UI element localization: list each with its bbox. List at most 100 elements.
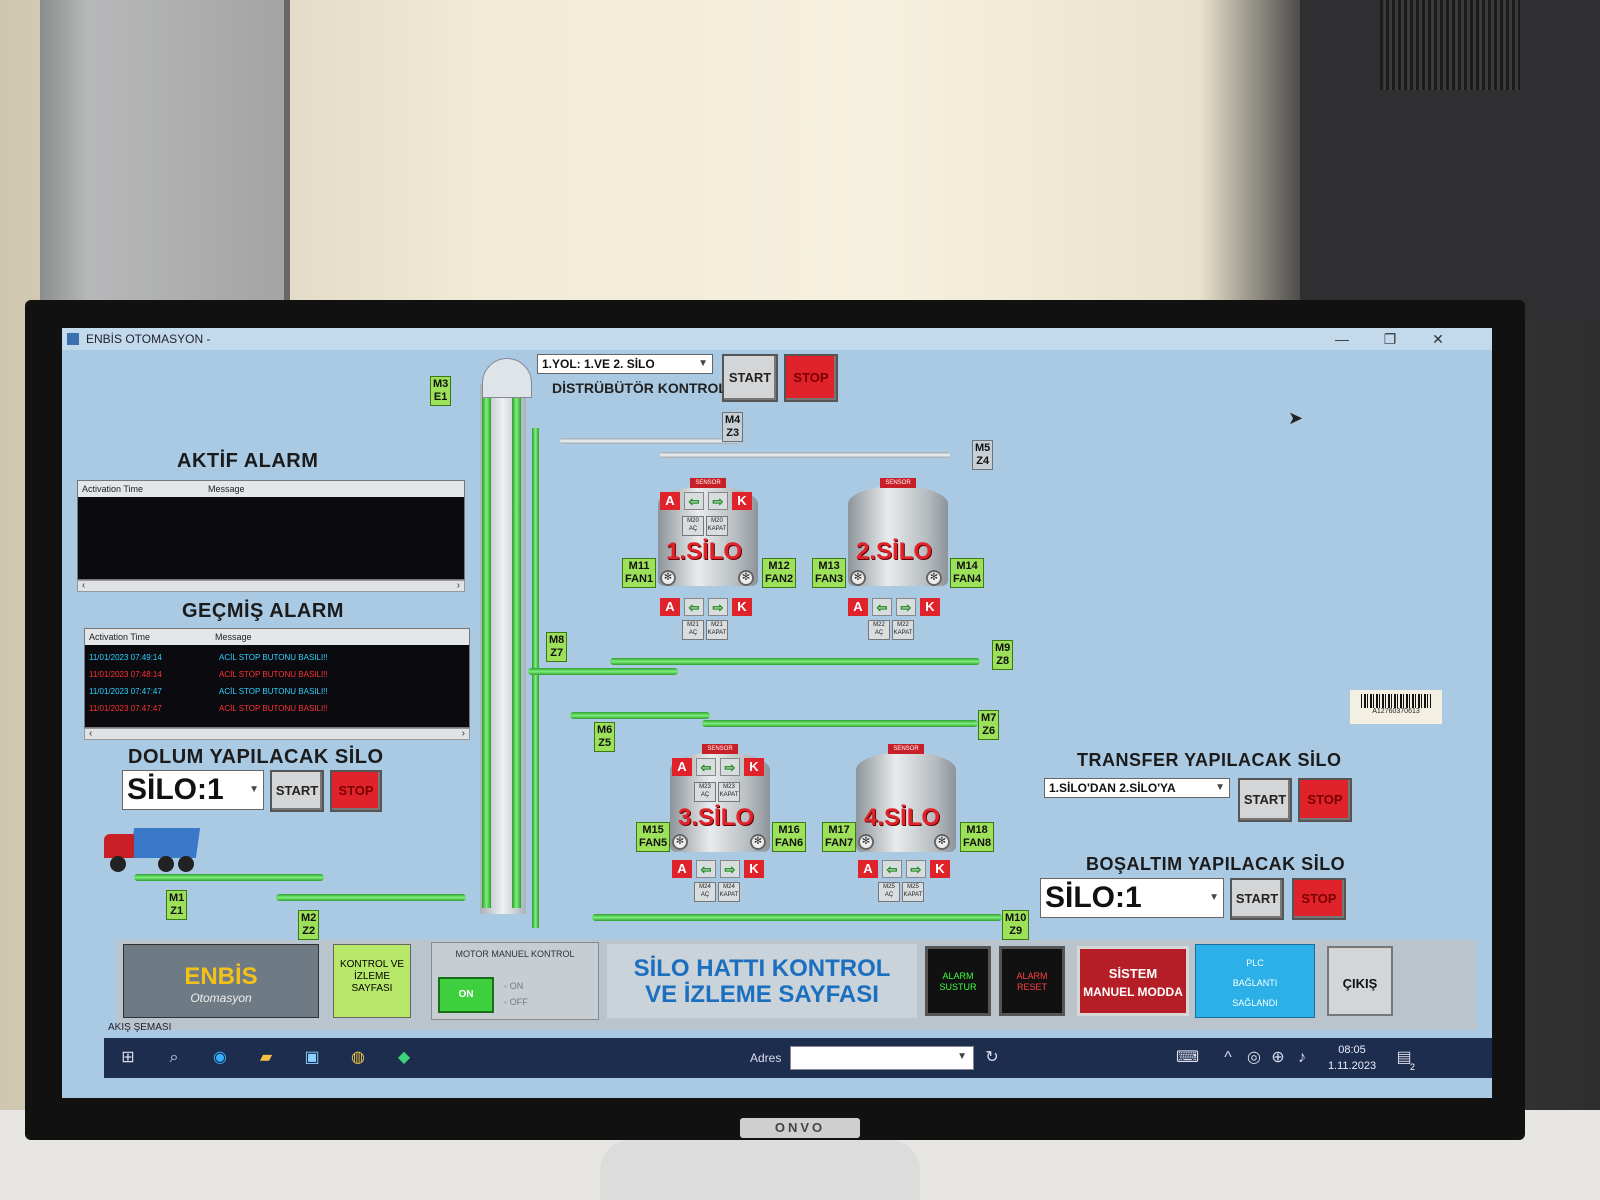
active-alarm-col-time[interactable]: Activation Time bbox=[82, 484, 144, 494]
flow-chart-label[interactable]: AKIŞ ŞEMASI bbox=[108, 1022, 172, 1033]
address-input[interactable]: ▼ bbox=[790, 1046, 974, 1070]
active-alarm-scrollbar[interactable]: ‹ › bbox=[77, 580, 465, 592]
store-icon[interactable]: ▣ bbox=[304, 1049, 320, 1066]
windows-start-icon[interactable]: ⊞ bbox=[121, 1049, 135, 1066]
distributor-stop-button[interactable]: STOP bbox=[784, 354, 838, 402]
silo-4-bottom-a-button[interactable]: A bbox=[858, 860, 878, 878]
history-alarm-col-time[interactable]: Activation Time bbox=[89, 632, 151, 642]
arrow-right-icon[interactable]: ⇨ bbox=[708, 598, 728, 616]
history-alarm-scrollbar[interactable]: ‹ › bbox=[84, 728, 470, 740]
filling-stop-button[interactable]: STOP bbox=[330, 770, 382, 812]
arrow-left-icon[interactable]: ⇦ bbox=[684, 492, 704, 510]
history-alarm-col-msg[interactable]: Message bbox=[215, 632, 252, 642]
language-icon[interactable]: ⊕ bbox=[1271, 1049, 1285, 1066]
history-alarm-row-time[interactable]: 11/01/2023 07:47:47 bbox=[89, 687, 162, 696]
history-alarm-row-message[interactable]: ACİL STOP BUTONU BASILI!! bbox=[219, 687, 328, 696]
silo-3-top-k-button[interactable]: K bbox=[744, 758, 764, 776]
minimize-button[interactable]: — bbox=[1335, 331, 1349, 347]
silo-1-bottom-a-button[interactable]: A bbox=[660, 598, 680, 616]
exit-button[interactable]: ÇIKIŞ bbox=[1327, 946, 1393, 1016]
history-alarm-row-message[interactable]: ACİL STOP BUTONU BASILI!! bbox=[219, 704, 328, 713]
chevron-up-icon[interactable]: ^ bbox=[1224, 1049, 1232, 1066]
speaker-icon[interactable]: ♪ bbox=[1298, 1049, 1306, 1066]
active-alarm-col-msg[interactable]: Message bbox=[208, 484, 245, 494]
arrow-left-icon[interactable]: ⇦ bbox=[696, 758, 716, 776]
app-taskbar-icon[interactable]: ◆ bbox=[397, 1049, 411, 1066]
silo-2-tank[interactable] bbox=[848, 486, 948, 586]
arrow-right-icon[interactable]: ⇨ bbox=[720, 860, 740, 878]
fan-icon[interactable]: ✻ bbox=[738, 570, 754, 586]
close-button[interactable]: ✕ bbox=[1432, 331, 1444, 347]
keyboard-icon[interactable]: ⌨ bbox=[1176, 1049, 1200, 1066]
folder-icon[interactable]: ▰ bbox=[259, 1049, 273, 1066]
arrow-right-icon[interactable]: ⇨ bbox=[708, 492, 728, 510]
history-alarm-row-message[interactable]: ACİL STOP BUTONU BASILI!! bbox=[219, 670, 328, 679]
fan-icon[interactable]: ✻ bbox=[934, 834, 950, 850]
transfer-stop-button[interactable]: STOP bbox=[1298, 778, 1352, 822]
arrow-left-icon[interactable]: ⇦ bbox=[882, 860, 902, 878]
maximize-button[interactable]: ❐ bbox=[1383, 331, 1397, 347]
arrow-right-icon[interactable]: ⇨ bbox=[896, 598, 916, 616]
discharge-stop-button[interactable]: STOP bbox=[1292, 878, 1346, 920]
silo-3-bottom-a-button[interactable]: A bbox=[672, 860, 692, 878]
arrow-left-icon[interactable]: ⇦ bbox=[872, 598, 892, 616]
motor-option-on[interactable]: ◦ ON bbox=[504, 981, 524, 991]
silo-1-top-a-button[interactable]: A bbox=[660, 492, 680, 510]
arrow-right-icon[interactable]: ⇨ bbox=[906, 860, 926, 878]
taskbar-clock[interactable]: 08:05 1.11.2023 bbox=[1322, 1042, 1382, 1074]
search-icon[interactable]: ⌕ bbox=[169, 1049, 179, 1066]
arrow-right-icon[interactable]: ⇨ bbox=[720, 758, 740, 776]
alarm-silence-button[interactable]: ALARM SUSTUR bbox=[925, 946, 991, 1016]
silo-4-bottom-k-button[interactable]: K bbox=[930, 860, 950, 878]
motor-option-off[interactable]: ◦ OFF bbox=[504, 997, 528, 1007]
fan-icon[interactable]: ✻ bbox=[672, 834, 688, 850]
discharge-silo-select[interactable]: SİLO:1 ▼ bbox=[1040, 878, 1224, 918]
filling-start-button[interactable]: START bbox=[270, 770, 324, 812]
history-alarm-row-time[interactable]: 11/01/2023 07:49:14 bbox=[89, 653, 162, 662]
notification-icon[interactable]: ▤ bbox=[1396, 1049, 1412, 1066]
chevron-right-icon[interactable]: › bbox=[461, 728, 465, 739]
transfer-silo-select[interactable]: 1.SİLO'DAN 2.SİLO'YA ▼ bbox=[1044, 778, 1230, 798]
chevron-left-icon[interactable]: ‹ bbox=[82, 580, 86, 591]
alarm-reset-button[interactable]: ALARM RESET bbox=[999, 946, 1065, 1016]
silo-3-bottom-k-button[interactable]: K bbox=[744, 860, 764, 878]
control-monitor-page-button[interactable]: KONTROL VE İZLEME SAYFASI bbox=[333, 944, 411, 1018]
history-alarm-row-time[interactable]: 11/01/2023 07:47:47 bbox=[89, 704, 162, 713]
silo-1-bottom-k-button[interactable]: K bbox=[732, 598, 752, 616]
fan-icon[interactable]: ✻ bbox=[660, 570, 676, 586]
filling-silo-select[interactable]: SİLO:1 ▼ bbox=[122, 770, 264, 810]
silo-2-bottom-k-button[interactable]: K bbox=[920, 598, 940, 616]
fan-icon[interactable]: ✻ bbox=[850, 570, 866, 586]
edge-browser-icon[interactable]: ◉ bbox=[213, 1049, 227, 1066]
discharge-start-button[interactable]: START bbox=[1230, 878, 1284, 920]
distributor-start-button[interactable]: START bbox=[722, 354, 778, 402]
system-manual-mode-button[interactable]: SİSTEM MANUEL MODDA bbox=[1077, 946, 1189, 1016]
chrome-icon[interactable]: ◍ bbox=[351, 1049, 365, 1066]
